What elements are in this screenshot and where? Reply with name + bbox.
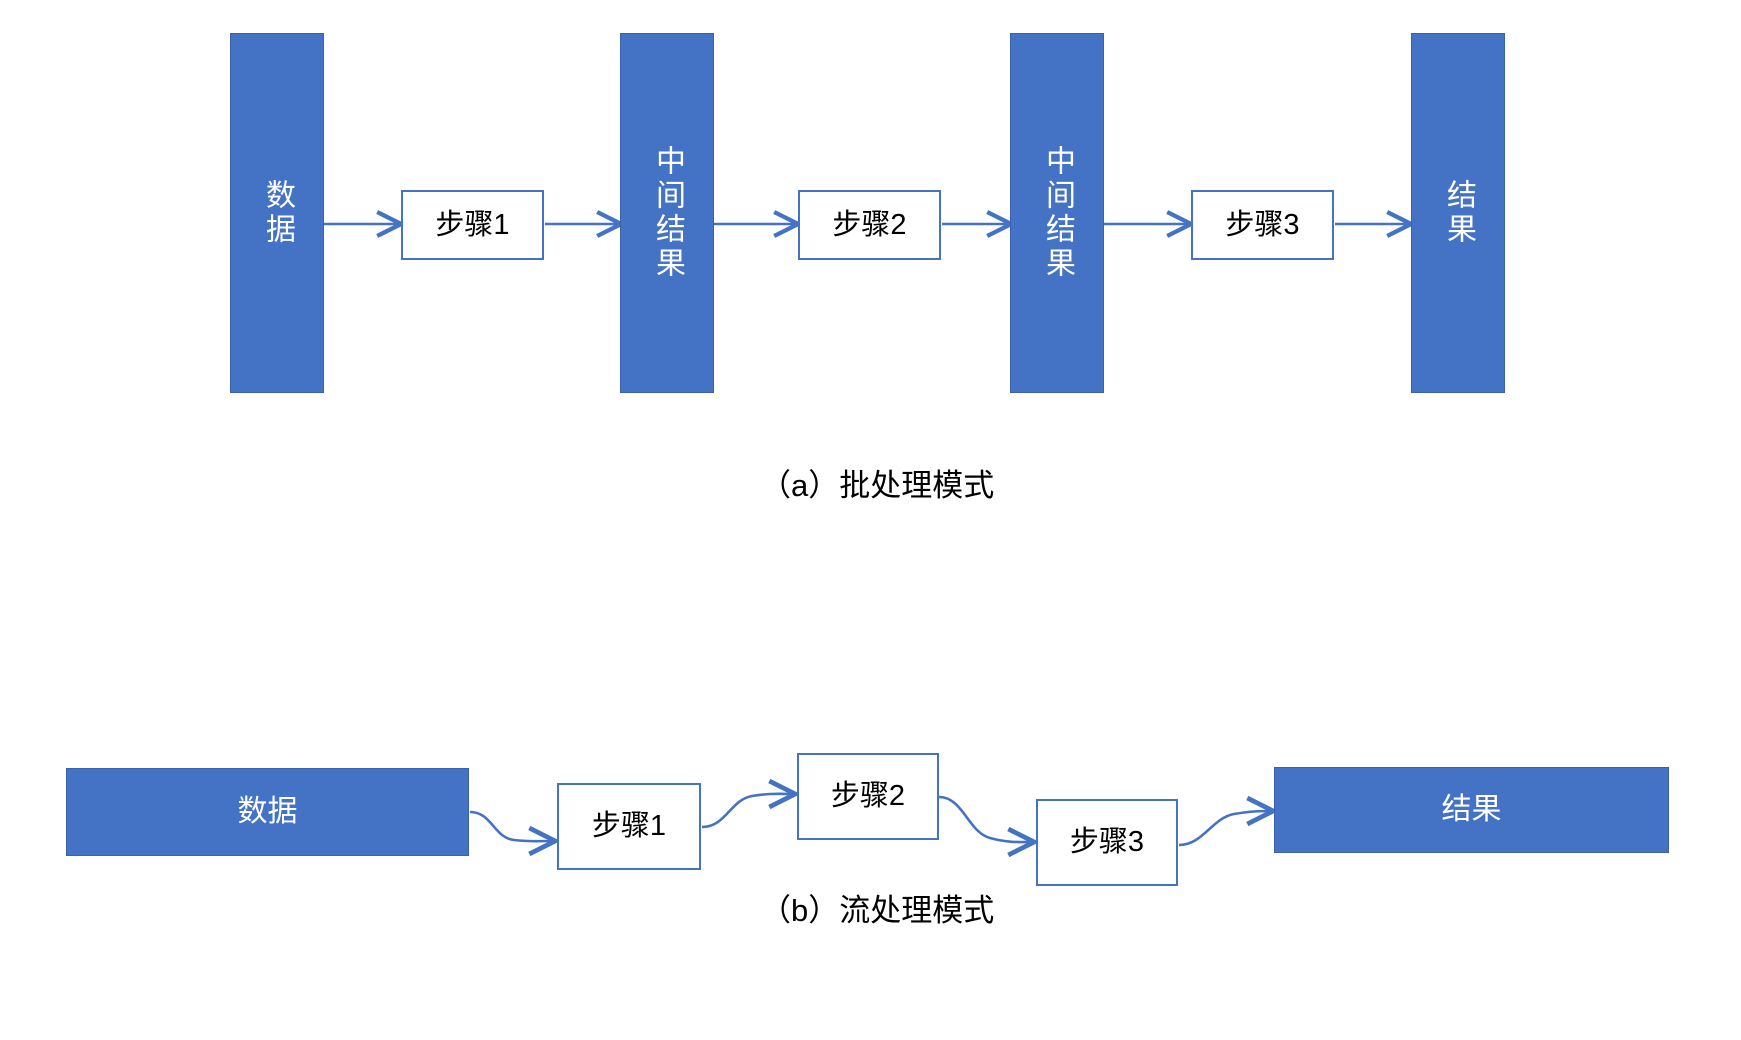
node-a-step2-label: 步骤2	[832, 208, 907, 241]
node-b-step3[interactable]: 步骤3	[1036, 799, 1178, 886]
node-b-result-label: 结果	[1441, 793, 1502, 827]
node-a-result[interactable]: 结果	[1411, 33, 1505, 393]
edge-b-step1-step2	[701, 794, 794, 829]
edge-b-data-step1	[469, 810, 554, 841]
node-b-data[interactable]: 数据	[66, 768, 469, 856]
node-a-intermediate-1[interactable]: 中间结果	[620, 33, 714, 393]
caption-panel-b: （b）流处理模式	[760, 893, 995, 928]
node-b-step1[interactable]: 步骤1	[557, 783, 701, 870]
node-b-result[interactable]: 结果	[1274, 767, 1669, 853]
node-a-step2[interactable]: 步骤2	[798, 190, 941, 260]
node-a-data[interactable]: 数据	[230, 33, 324, 393]
node-a-step1-label: 步骤1	[435, 208, 510, 241]
node-a-result-label: 结果	[1442, 179, 1475, 247]
edge-b-step3-result	[1178, 811, 1272, 847]
node-b-step1-label: 步骤1	[591, 810, 667, 843]
edge-b-step2-step3	[938, 795, 1033, 842]
caption-panel-a: （a）批处理模式	[760, 468, 995, 503]
node-b-step2[interactable]: 步骤2	[797, 753, 939, 840]
node-a-intermediate-2-label: 中间结果	[1041, 145, 1074, 281]
node-b-data-label: 数据	[237, 795, 298, 829]
node-a-step3-label: 步骤3	[1225, 208, 1300, 241]
node-a-data-label: 数据	[261, 179, 294, 247]
node-a-intermediate-2[interactable]: 中间结果	[1010, 33, 1104, 393]
node-b-step2-label: 步骤2	[830, 780, 906, 813]
node-a-intermediate-1-label: 中间结果	[651, 145, 684, 281]
node-a-step1[interactable]: 步骤1	[401, 190, 544, 260]
node-a-step3[interactable]: 步骤3	[1191, 190, 1334, 260]
node-b-step3-label: 步骤3	[1069, 826, 1145, 859]
